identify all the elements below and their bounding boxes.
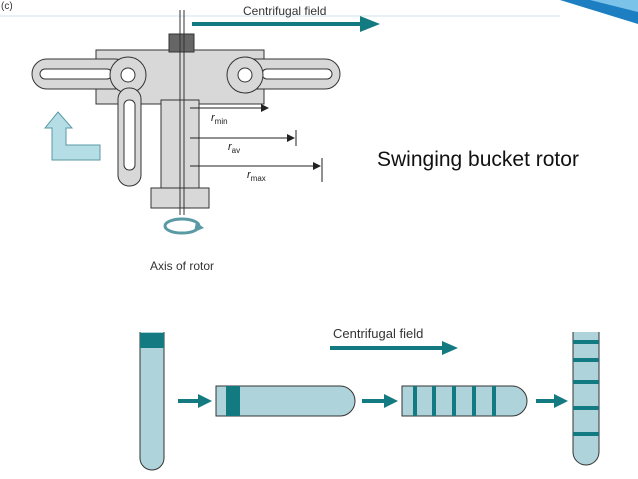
r-max-label: rmax	[247, 169, 266, 184]
tube-vertical-banded	[572, 332, 600, 466]
left-bucket-arm	[31, 56, 147, 187]
process-arrow-3	[536, 394, 568, 408]
corner-decoration	[0, 0, 638, 24]
slide-title: Swinging bucket rotor	[377, 148, 579, 171]
panel-tag: (c)	[1, 1, 13, 12]
axis-of-rotor-label: Axis of rotor	[150, 259, 215, 273]
r-av-label: rav	[228, 141, 241, 156]
tube-horizontal-banded	[401, 385, 528, 417]
rotation-arrow-icon	[163, 217, 204, 235]
swing-direction-arrow	[43, 111, 101, 161]
radius-dimensions	[190, 104, 323, 182]
tube-vertical-start	[139, 332, 165, 471]
process-arrow-2	[362, 394, 398, 408]
right-bucket-arm	[226, 56, 341, 94]
tube-horizontal-spinning	[215, 385, 356, 417]
centrifugal-field-label-top: Centrifugal field	[243, 4, 327, 18]
centrifugal-field-arrow-top	[192, 16, 380, 32]
centrifugal-field-label-bottom: Centrifugal field	[333, 326, 424, 341]
process-arrow-1	[178, 394, 212, 408]
centrifugal-field-arrow-bottom	[330, 341, 458, 355]
r-min-label: rmin	[211, 112, 228, 127]
